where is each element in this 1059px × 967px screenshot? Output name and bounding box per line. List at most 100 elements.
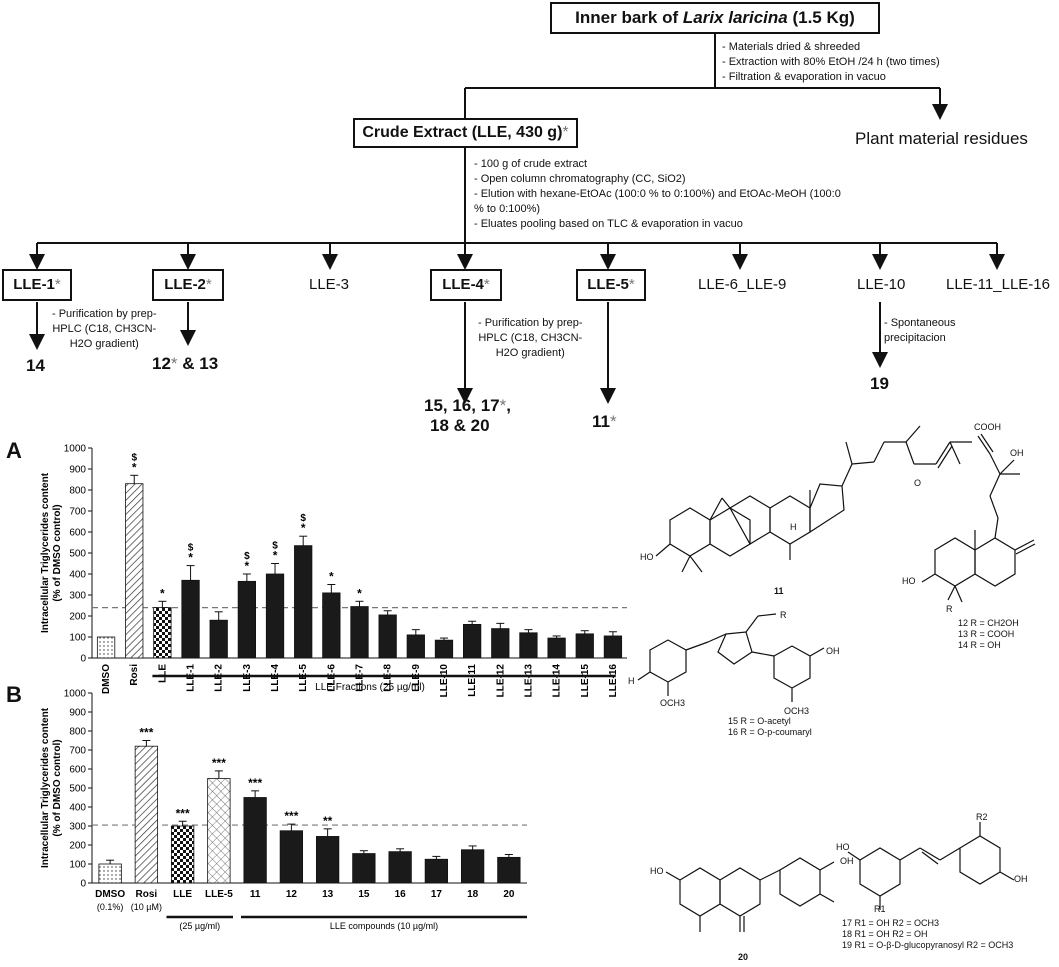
significance-mark: *** bbox=[248, 776, 262, 790]
bar-lle bbox=[153, 607, 172, 659]
y-tick-label: 900 bbox=[69, 708, 86, 719]
y-tick-label: 1000 bbox=[64, 444, 87, 455]
x-tick-label: 18 bbox=[467, 889, 479, 900]
bar-rosi bbox=[125, 483, 144, 659]
atom-ho-12: HO bbox=[902, 576, 916, 586]
y-tick-label: 900 bbox=[69, 465, 86, 476]
label-structure-20: 20 bbox=[738, 952, 749, 962]
x-tick-label: 11 bbox=[250, 889, 261, 900]
bar-12 bbox=[279, 830, 304, 884]
significance-mark: *** bbox=[176, 806, 190, 820]
hplc-note-lle4: - Purification by prep- HPLC (C18, CH3CN… bbox=[478, 317, 583, 359]
x-tick-label: 12 bbox=[286, 889, 298, 900]
bar-15 bbox=[352, 853, 376, 884]
source-material-box: Inner bark of Larix laricina (1.5 Kg) bbox=[550, 2, 880, 34]
structure-15-16 bbox=[637, 613, 825, 702]
atom-oh-12: OH bbox=[1010, 448, 1024, 458]
bar-rosi bbox=[134, 745, 159, 884]
compound-11: 11* bbox=[592, 412, 617, 431]
compound-14: 14 bbox=[26, 356, 45, 375]
x-tick-label: LLE-6 bbox=[326, 664, 337, 692]
x-tick-label: 15 bbox=[358, 889, 370, 900]
y-tick-label: 200 bbox=[69, 612, 86, 623]
compound-19: 19 bbox=[870, 374, 889, 393]
significance-mark: *** bbox=[139, 726, 153, 740]
atom-o-11: O bbox=[914, 478, 922, 488]
atom-r2: R2 bbox=[976, 812, 988, 822]
bar-18 bbox=[460, 849, 485, 884]
y-tick-label: 500 bbox=[69, 784, 86, 795]
plant-residues-label: Plant material residues bbox=[855, 129, 1028, 148]
panel-b-label: B bbox=[6, 682, 22, 707]
bar-lle bbox=[170, 825, 195, 884]
bar-lle-13 bbox=[519, 632, 538, 659]
atom-oh-15: OH bbox=[826, 646, 840, 656]
bar-lle-5 bbox=[207, 778, 231, 884]
atom-oh-17: OH bbox=[1014, 874, 1028, 884]
chromatography-notes: - 100 g of crude extract - Open column c… bbox=[474, 158, 841, 230]
y-tick-label: 800 bbox=[69, 727, 86, 738]
x-tick-label: LLE-15 bbox=[580, 664, 591, 698]
x-tick-label: DMSO bbox=[101, 664, 112, 694]
x-tick-label: LLE-7 bbox=[355, 664, 366, 692]
bar-lle-14 bbox=[547, 637, 566, 659]
atom-r-12: R bbox=[946, 604, 953, 614]
significance-mark: $ bbox=[188, 543, 194, 554]
significance-mark: * bbox=[357, 586, 362, 600]
significance-mark: ** bbox=[323, 814, 333, 828]
x-tick-label: LLE bbox=[173, 889, 192, 900]
atom-h-11: H bbox=[790, 522, 797, 532]
extraction-notes: - Materials dried & shreeded - Extractio… bbox=[722, 41, 940, 83]
hplc-note-lle1: - Purification by prep- HPLC (C18, CH3CN… bbox=[52, 308, 157, 350]
significance-mark: * bbox=[160, 586, 165, 600]
x-tick-label: LLE-12 bbox=[495, 664, 506, 698]
fraction-lle-10: LLE-10 bbox=[857, 276, 906, 293]
compound-18-20: 18 & 20 bbox=[430, 416, 490, 435]
y-tick-label: 300 bbox=[69, 822, 86, 833]
atom-r-15: R bbox=[780, 610, 787, 620]
fraction-lle-4: LLE-4* bbox=[430, 269, 502, 301]
atom-r1: R1 bbox=[874, 904, 886, 914]
y-tick-label: 600 bbox=[69, 528, 86, 539]
y-axis-label: Intracellular Triglycerides content bbox=[40, 472, 51, 633]
bar-lle-15 bbox=[575, 633, 594, 659]
x-tick-sublabel: (0.1%) bbox=[97, 902, 124, 912]
significance-mark: * bbox=[301, 521, 306, 535]
atom-och3-15b: OCH3 bbox=[784, 706, 810, 716]
significance-mark: * bbox=[329, 570, 334, 584]
flowchart-connectors bbox=[29, 34, 1005, 404]
y-tick-label: 500 bbox=[69, 549, 86, 560]
x-tick-label: LLE-11 bbox=[467, 664, 478, 697]
fraction-lle-3: LLE-3 bbox=[309, 276, 350, 293]
bar-lle-11 bbox=[463, 623, 482, 659]
bar-11 bbox=[243, 797, 267, 884]
fraction-lle-1: LLE-1* bbox=[2, 269, 72, 301]
compound-15-16-17: 15, 16, 17*, bbox=[424, 396, 511, 415]
lle-fractions-label: LLE Fractions (25 µg/ml) bbox=[315, 682, 425, 693]
compounds-group-label: LLE compounds (10 µg/ml) bbox=[330, 921, 438, 931]
precipitation-note: - Spontaneous precipitacion bbox=[884, 317, 956, 344]
y-tick-label: 300 bbox=[69, 591, 86, 602]
atom-oh-20: OH bbox=[840, 856, 854, 866]
y-axis-label-unit: (% of DMSO control) bbox=[52, 504, 63, 601]
bar-dmso bbox=[96, 636, 116, 659]
y-tick-label: 600 bbox=[69, 765, 86, 776]
bar-20 bbox=[497, 856, 521, 884]
fraction-lle-6-9: LLE-6_LLE-9 bbox=[698, 276, 787, 293]
x-tick-label: 20 bbox=[503, 889, 515, 900]
significance-mark: $ bbox=[131, 452, 137, 463]
bar-lle-16 bbox=[603, 635, 623, 659]
x-tick-label: Rosi bbox=[129, 664, 140, 686]
x-tick-label: LLE-4 bbox=[270, 664, 281, 692]
label-structure-11: 11 bbox=[774, 586, 784, 596]
x-tick-label: LLE-2 bbox=[214, 664, 225, 692]
fraction-lle-11-16: LLE-11_LLE-16 bbox=[946, 276, 1050, 293]
labels-15-16: 15 R = O-acetyl 16 R = O-p-coumaryl bbox=[728, 716, 812, 737]
y-tick-label: 400 bbox=[69, 803, 86, 814]
atom-och3-15a: OCH3 bbox=[660, 698, 686, 708]
chart-b: Intracellular Triglycerides content(% of… bbox=[40, 689, 527, 931]
y-axis-label-unit: (% of DMSO control) bbox=[52, 739, 63, 836]
structure-17-19 bbox=[847, 822, 1015, 910]
x-tick-sublabel: (10 µM) bbox=[131, 902, 162, 912]
bar-lle-12 bbox=[491, 628, 510, 659]
